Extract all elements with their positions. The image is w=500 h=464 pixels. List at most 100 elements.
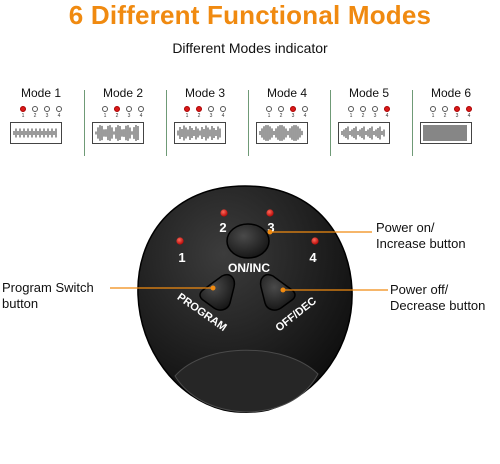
mode-led-number: 3 <box>373 113 377 119</box>
mode-dots: 1 2 3 4 <box>266 106 310 120</box>
mode-separator <box>166 90 167 156</box>
led-4 <box>311 237 319 245</box>
mode-led-dot <box>32 106 38 112</box>
callout-power-on: Power on/ Increase button <box>376 220 466 252</box>
mode-card-1: Mode 1 1 2 3 4 <box>8 86 74 158</box>
mode-led-number: 4 <box>221 113 225 119</box>
mode-card-3: Mode 3 1 2 3 4 <box>172 86 238 158</box>
mode-led-number: 1 <box>431 113 435 119</box>
led-label-1: 1 <box>178 250 185 265</box>
mode-led-dot <box>126 106 132 112</box>
mode-label: Mode 3 <box>184 86 226 100</box>
callout-line-power-on <box>267 229 372 235</box>
mode-led-number: 3 <box>127 113 131 119</box>
mode-led-number: 1 <box>103 113 107 119</box>
mode-led-dot <box>430 106 436 112</box>
waveform-box <box>256 122 308 144</box>
waveform-icon <box>177 125 221 141</box>
mode-card-5: Mode 5 1 2 3 4 <box>336 86 402 158</box>
mode-dots: 1 2 3 4 <box>184 106 228 120</box>
mode-led-number: 1 <box>267 113 271 119</box>
on-inc-label: ON/INC <box>228 261 270 275</box>
mode-led-dot <box>278 106 284 112</box>
mode-led-number: 4 <box>303 113 307 119</box>
mode-led-dot <box>184 106 190 112</box>
mode-led-dot <box>442 106 448 112</box>
program-button[interactable] <box>199 274 236 311</box>
callout-power-on-line2: Increase button <box>376 236 466 251</box>
callout-power-off-line1: Power off/ <box>390 282 449 297</box>
mode-label: Mode 4 <box>266 86 308 100</box>
page-subtitle: Different Modes indicator <box>172 40 328 56</box>
mode-led-number: 2 <box>115 113 119 119</box>
mode-dots: 1 2 3 4 <box>102 106 146 120</box>
waveform-icon <box>259 125 303 141</box>
mode-led-dot <box>196 106 202 112</box>
mode-led-number: 2 <box>443 113 447 119</box>
led-label-4: 4 <box>309 250 317 265</box>
led-label-2: 2 <box>219 220 226 235</box>
mode-led-number: 2 <box>361 113 365 119</box>
mode-dots: 1 2 3 4 <box>20 106 64 120</box>
led-3 <box>266 209 274 217</box>
mode-separator <box>248 90 249 156</box>
mode-led-dot <box>220 106 226 112</box>
mode-led-dot <box>20 106 26 112</box>
mode-led-dot <box>348 106 354 112</box>
mode-led-number: 4 <box>467 113 471 119</box>
waveform-box <box>10 122 62 144</box>
waveform-box <box>420 122 472 144</box>
mode-led-number: 2 <box>33 113 37 119</box>
waveform-box <box>92 122 144 144</box>
mode-led-dot <box>302 106 308 112</box>
mode-dots: 1 2 3 4 <box>348 106 392 120</box>
mode-led-dot <box>114 106 120 112</box>
mode-led-dot <box>208 106 214 112</box>
waveform-icon <box>423 125 467 141</box>
mode-led-number: 1 <box>185 113 189 119</box>
mode-led-dot <box>360 106 366 112</box>
on-inc-button[interactable] <box>226 223 270 259</box>
mode-led-number: 3 <box>45 113 49 119</box>
led-label-3: 3 <box>267 220 274 235</box>
mode-separator <box>84 90 85 156</box>
mode-label: Mode 5 <box>348 86 390 100</box>
mode-led-number: 3 <box>291 113 295 119</box>
callout-power-on-line1: Power on/ <box>376 220 435 235</box>
mode-led-number: 2 <box>279 113 283 119</box>
mode-led-number: 3 <box>209 113 213 119</box>
mode-led-number: 1 <box>21 113 25 119</box>
off-dec-button[interactable] <box>259 274 296 311</box>
mode-label: Mode 2 <box>102 86 144 100</box>
mode-dots: 1 2 3 4 <box>430 106 474 120</box>
page-title: 6 Different Functional Modes <box>68 0 432 30</box>
led-2 <box>220 209 228 217</box>
led-1 <box>176 237 184 245</box>
callout-program-line1: Program Switch <box>2 280 94 295</box>
mode-led-number: 4 <box>139 113 143 119</box>
mode-led-number: 1 <box>349 113 353 119</box>
mode-separator <box>412 90 413 156</box>
mode-led-dot <box>102 106 108 112</box>
mode-card-6: Mode 6 1 2 3 4 <box>418 86 484 158</box>
mode-led-dot <box>138 106 144 112</box>
device-lower-panel <box>174 349 319 413</box>
mode-led-dot <box>454 106 460 112</box>
callout-line-program <box>110 285 216 291</box>
mode-led-dot <box>56 106 62 112</box>
mode-label: Mode 1 <box>20 86 62 100</box>
mode-led-dot <box>290 106 296 112</box>
mode-led-dot <box>372 106 378 112</box>
mode-led-dot <box>44 106 50 112</box>
mode-led-number: 4 <box>57 113 61 119</box>
mode-led-number: 3 <box>455 113 459 119</box>
waveform-box <box>338 122 390 144</box>
mode-led-dot <box>384 106 390 112</box>
mode-card-4: Mode 4 1 2 3 4 <box>254 86 320 158</box>
callout-power-off: Power off/ Decrease button <box>390 282 485 314</box>
mode-label: Mode 6 <box>430 86 472 100</box>
mode-led-number: 2 <box>197 113 201 119</box>
mode-led-number: 4 <box>385 113 389 119</box>
